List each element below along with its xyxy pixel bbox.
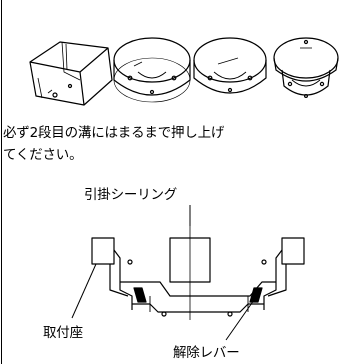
round-fixture-3 bbox=[273, 37, 339, 98]
left-border-line bbox=[1, 0, 2, 364]
label-ceiling-rose: 引掛シーリング bbox=[84, 187, 178, 203]
round-fixture-1 bbox=[113, 37, 191, 103]
instruction-line-1: 必ず2段目の溝にはまるまで押し上げ bbox=[3, 125, 225, 141]
instruction-line-2: てください。 bbox=[3, 147, 83, 163]
label-mounting-base: 取付座 bbox=[43, 325, 83, 341]
round-fixture-2 bbox=[193, 37, 267, 94]
instruction-text: 必ず2段目の溝にはまるまで押し上げ てください。 bbox=[3, 122, 338, 166]
square-box-fixture bbox=[29, 41, 113, 106]
fixture-types-illustration bbox=[29, 37, 339, 106]
label-release-lever: 解除レバー bbox=[173, 345, 240, 361]
